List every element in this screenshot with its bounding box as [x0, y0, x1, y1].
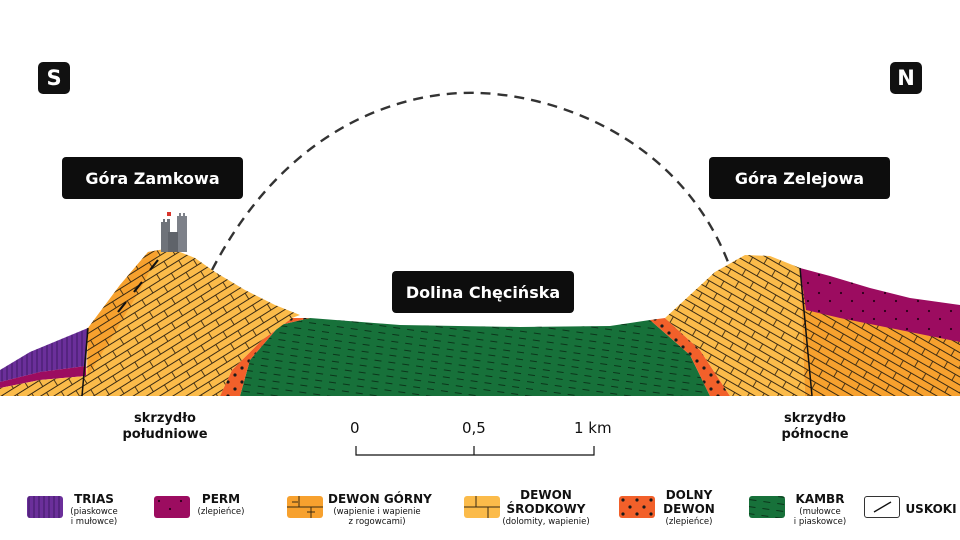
label-gora-zamkowa: Góra Zamkowa: [62, 157, 243, 199]
castle-icon: [161, 212, 187, 252]
scale-tick-0: 0: [350, 419, 360, 437]
scale-tick-1km: 1 km: [574, 419, 612, 437]
legend-swatch-dewon-srodkowy: [464, 496, 500, 518]
legend-swatch-dolny-dewon: [619, 496, 655, 518]
legend-swatch-uskoki: [864, 496, 900, 518]
fault-line-north: [799, 267, 813, 397]
south-marker: S: [38, 62, 70, 94]
north-marker: N: [890, 62, 922, 94]
legend-swatch-dewon-gorny: [287, 496, 323, 518]
fault-line-south: [81, 327, 89, 397]
scale-bar: [355, 446, 595, 456]
legend-swatch-kambr: [749, 496, 785, 518]
scale-tick-half: 0,5: [462, 419, 486, 437]
eroded-anticline-arc: [210, 91, 730, 271]
perm-layer-south: [0, 366, 86, 388]
legend-swatch-trias: [27, 496, 63, 518]
label-gora-zelejowa: Góra Zelejowa: [709, 157, 890, 199]
legend-swatch-perm: [154, 496, 190, 518]
label-dolina-checinska: Dolina Chęcińska: [392, 271, 574, 313]
